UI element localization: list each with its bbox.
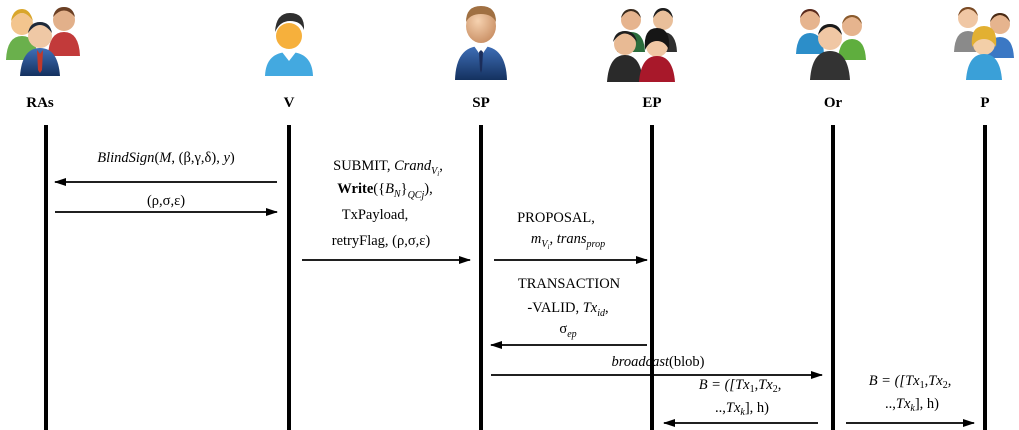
block-p-beq: B = ([ (869, 373, 907, 389)
block-ep-s2: 2 (773, 384, 778, 395)
broadcast-func: broadcast (612, 354, 670, 370)
txvalid-sigma-sub: ep (567, 329, 576, 340)
proposal-comma: , (549, 231, 556, 247)
blindsign-sep1: , ( (171, 150, 183, 166)
txvalid-text: -VALID, (527, 300, 582, 316)
proposal-trans-sub: prop (586, 239, 606, 250)
actor-name-ras: RAs (26, 95, 54, 111)
submit-crand: Crand (394, 158, 432, 174)
broadcast-arg: (blob) (669, 354, 705, 370)
actor-name-ep: EP (642, 95, 661, 111)
actor-name-or: Or (824, 95, 843, 111)
block-p-dots: .., (885, 396, 896, 412)
blindsign-close2: ) (230, 150, 235, 166)
label-broadcast: broadcast(blob) (612, 354, 705, 370)
sp-business-user-icon (455, 6, 507, 80)
block-p-s1: 1 (920, 380, 925, 391)
proposal-trans: trans (557, 231, 587, 247)
label-submit-line4: retryFlag, (ρ,σ,ε) (332, 233, 431, 249)
label-blindsign: BlindSign(M, (β,γ,δ), y) (97, 150, 235, 166)
proposal-m-sub: V (541, 239, 549, 250)
blindsign-delta: δ (205, 150, 212, 166)
txvalid-comma: , (605, 300, 609, 316)
submit-qcj: QCj (408, 190, 425, 201)
label-submit-line1: SUBMIT, CrandVi, (333, 158, 443, 178)
label-rho-sigma-eps: (ρ,σ,ε) (147, 193, 185, 209)
txvalid-tx: Tx (583, 300, 598, 316)
blindsign-open: ( (154, 150, 159, 166)
proposal-m-subsub: i (548, 243, 550, 251)
block-ep-tx1: Tx (735, 377, 750, 393)
label-txvalid-line2: -VALID, Txid, (527, 300, 608, 319)
block-p-txk: Tx (896, 396, 911, 412)
label-proposal-line1: PROPOSAL, (517, 210, 595, 226)
submit-comma: , (439, 158, 443, 174)
label-block-p-line1: B = ([Tx1,Tx2, (869, 373, 952, 391)
submit-write-open: ({ (373, 181, 385, 197)
or-group-icon (796, 9, 866, 80)
blindsign-func: BlindSign (97, 150, 154, 166)
block-ep-tx2: Tx (758, 377, 773, 393)
actor-name-v: V (284, 95, 295, 111)
block-p-end: ], h) (915, 396, 939, 412)
block-p-comma2: , (948, 373, 952, 389)
submit-write-close: ), (424, 181, 432, 197)
txvalid-sigma: σ (559, 321, 567, 337)
proposal-m: m (531, 231, 541, 247)
v-user-icon (265, 13, 313, 76)
block-ep-s1: 1 (750, 384, 755, 395)
label-block-ep-line1: B = ([Tx1,Tx2, (699, 377, 782, 395)
blindsign-m: M (158, 150, 172, 166)
submit-text: SUBMIT, (333, 158, 394, 174)
message-arrows (54, 178, 975, 427)
block-ep-beq: B = ([ (699, 377, 737, 393)
submit-bn: B (385, 181, 394, 197)
ras-group-icon (6, 7, 80, 76)
label-txvalid-line1: TRANSACTION (518, 276, 621, 292)
submit-brace-close: } (401, 181, 408, 197)
blindsign-close1: ), (211, 150, 223, 166)
block-ep-comma2: , (778, 377, 782, 393)
label-submit-line3: TxPayload, (342, 207, 408, 223)
block-ep-comma: , (755, 377, 759, 393)
blindsign-c1: , (191, 150, 195, 166)
blindsign-y: y (221, 150, 230, 166)
blindsign-beta: β (183, 150, 190, 166)
label-proposal-line2: mVi, transprop (531, 231, 605, 251)
lifelines (44, 125, 987, 430)
submit-write: Write (337, 181, 374, 197)
block-p-tx2: Tx (928, 373, 943, 389)
p-group-icon (954, 7, 1014, 80)
label-txvalid-line3: σep (559, 321, 576, 340)
actor-name-p: P (980, 95, 989, 111)
block-ep-end: ], h) (745, 400, 769, 416)
block-p-comma: , (925, 373, 929, 389)
txvalid-tx-sub: id (597, 308, 606, 319)
label-submit-line2: Write({BN}QCj), (337, 181, 432, 201)
label-block-ep-line2: ..,Txk], h) (715, 400, 769, 418)
block-ep-txk: Tx (726, 400, 741, 416)
block-ep-dots: .., (715, 400, 726, 416)
submit-crand-subsub: i (437, 170, 439, 178)
blindsign-c2: , (201, 150, 205, 166)
submit-crand-sub: V (431, 166, 439, 177)
ep-group-icon (607, 8, 677, 82)
blindsign-gamma: γ (193, 150, 201, 166)
block-ep-sk: k (740, 407, 745, 418)
block-p-sk: k (910, 403, 915, 414)
actor-name-sp: SP (472, 95, 490, 111)
block-p-s2: 2 (943, 380, 948, 391)
block-p-tx1: Tx (905, 373, 920, 389)
submit-bn-sub: N (393, 189, 402, 200)
label-block-p-line2: ..,Txk], h) (885, 396, 939, 414)
